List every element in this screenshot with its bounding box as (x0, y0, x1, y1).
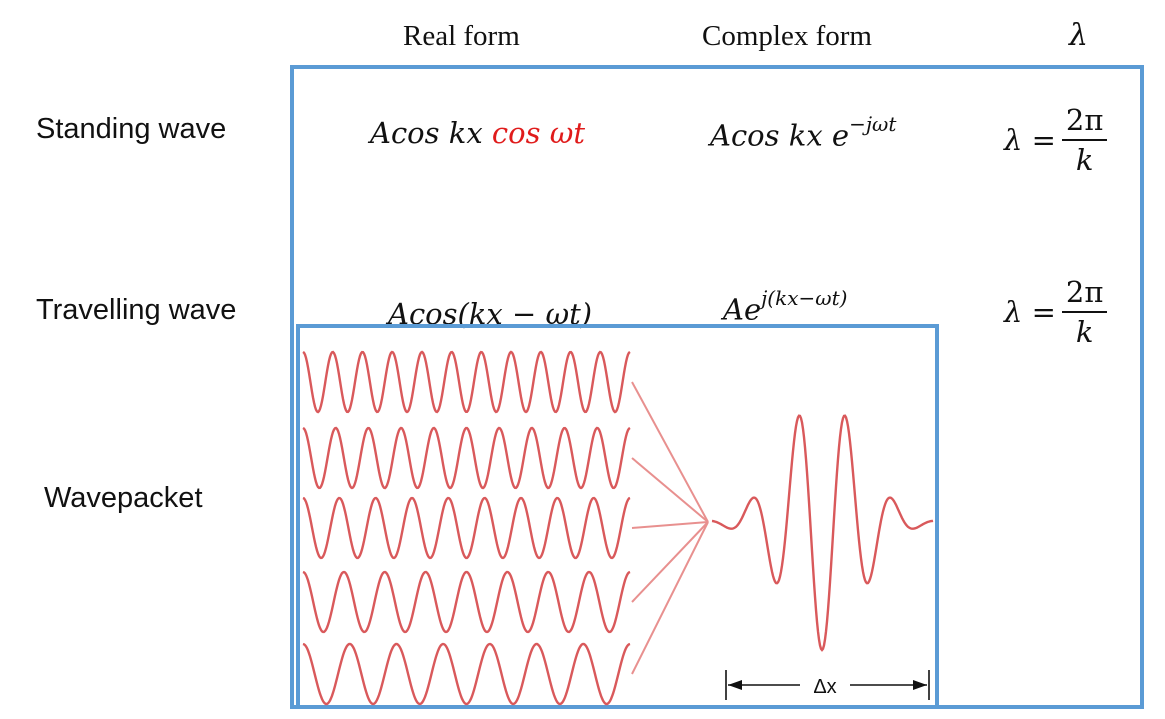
delta-x-label: Δx (813, 676, 836, 698)
superposition-line (631, 381, 709, 523)
header-complex-form: Complex form (702, 20, 872, 52)
superposition-line (631, 521, 709, 529)
row-label-travelling-wave: Travelling wave (36, 294, 237, 326)
component-wave (302, 350, 631, 414)
standing-real-part-a: Acos kx (370, 116, 492, 150)
component-waves (302, 350, 631, 706)
standing-real-formula: Acos kx cos ωt (370, 116, 585, 150)
row-label-standing-wave: Standing wave (36, 113, 227, 145)
superposition-line (631, 521, 709, 603)
row-label-wavepacket: Wavepacket (44, 482, 203, 514)
travelling-lambda-denominator: k (1075, 315, 1094, 349)
standing-complex-base: Acos kx e (710, 118, 850, 153)
delta-x-right-arrow (913, 680, 927, 690)
superposition-line (631, 521, 709, 675)
header-real-form: Real form (403, 20, 520, 52)
delta-x-left-arrow (728, 680, 742, 690)
delta-x-dimension: Δx (725, 670, 930, 700)
travelling-complex-exponent: j(kx−ωt) (761, 286, 848, 310)
travelling-complex-base: Ae (723, 292, 762, 327)
superposition-lines (631, 381, 709, 675)
standing-lambda-lhs: λ = (1004, 123, 1056, 157)
travelling-lambda-numerator: 2π (1061, 275, 1108, 313)
header-lambda: λ (1069, 18, 1089, 53)
component-wave (302, 570, 631, 634)
component-wave (302, 642, 631, 706)
standing-complex-formula: Acos kx e−jωt (710, 112, 896, 153)
standing-lambda-denominator: k (1075, 143, 1094, 177)
standing-complex-exponent: −jωt (849, 112, 897, 136)
superposition-line (631, 457, 709, 523)
component-wave (302, 496, 631, 560)
wavepacket-frame (296, 324, 939, 709)
travelling-complex-formula: Aej(kx−ωt) (723, 286, 847, 327)
component-wave (302, 426, 631, 490)
standing-lambda-numerator: 2π (1061, 103, 1108, 141)
wavepacket-curve (711, 414, 934, 652)
outer-frame (290, 65, 1144, 709)
travelling-lambda-lhs: λ = (1004, 295, 1056, 329)
standing-real-part-b: cos ωt (491, 116, 585, 150)
